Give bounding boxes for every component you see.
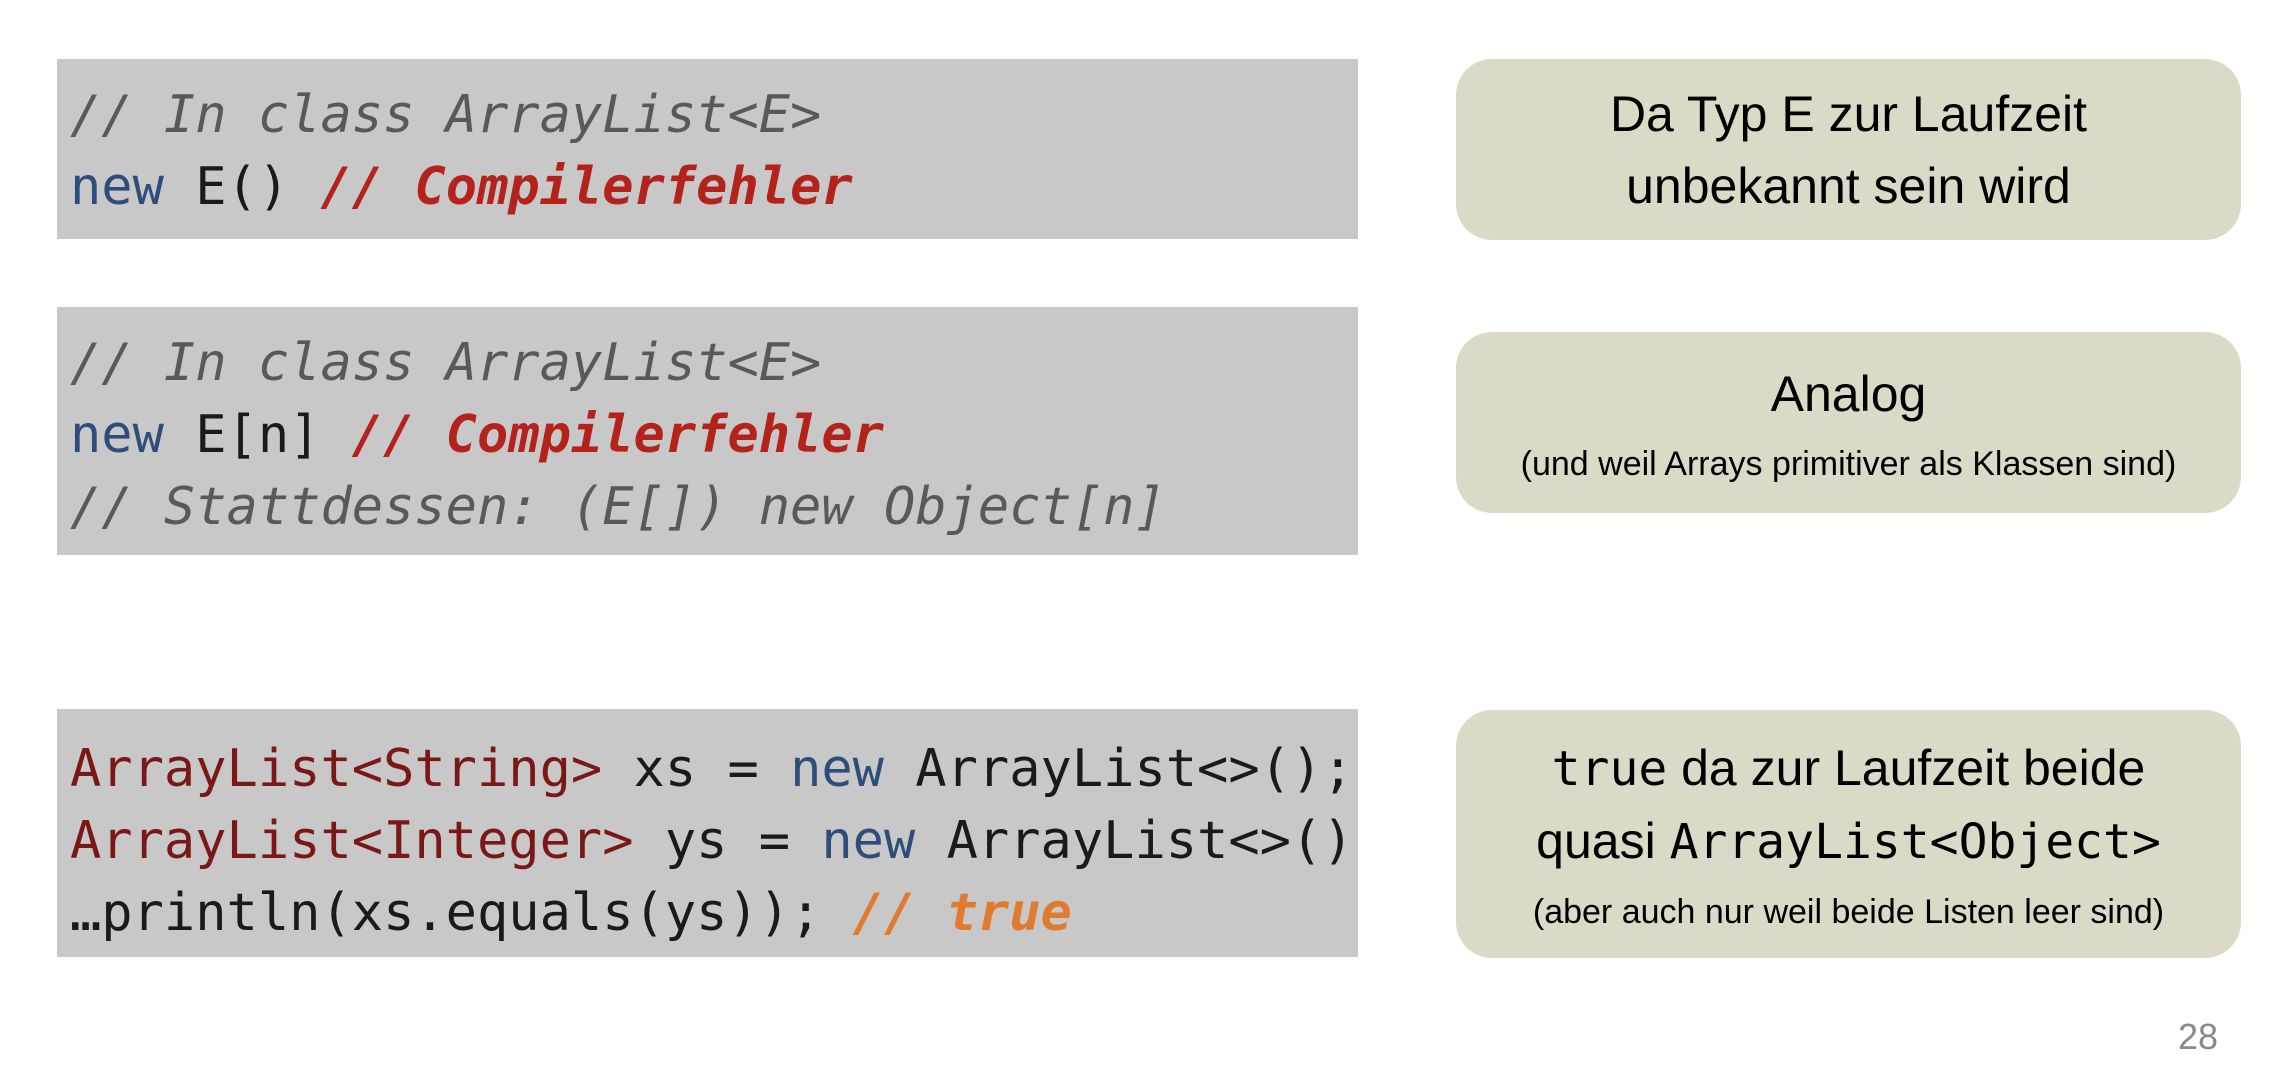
code-result-comment: // true xyxy=(852,883,1072,943)
code-type: ArrayList<String> xyxy=(70,739,603,799)
code-line: new E[n] // Compilerfehler xyxy=(70,399,1358,471)
code-line: ArrayList<Integer> ys = new ArrayList<>(… xyxy=(70,805,1358,877)
note-title: Analog xyxy=(1770,365,1927,422)
code-block-new-e: // In class ArrayList<E>new E() // Compi… xyxy=(57,59,1358,239)
code-text: xs = xyxy=(602,739,791,799)
code-keyword: new xyxy=(70,157,164,217)
code-block-equals: ArrayList<String> xs = new ArrayList<>()… xyxy=(57,709,1358,957)
note-subtitle: (und weil Arrays primitiver als Klassen … xyxy=(1520,444,2177,483)
code-text: ArrayList<>(); xyxy=(883,739,1354,799)
code-line: // In class ArrayList<E> xyxy=(70,327,1358,399)
code-block-new-array: // In class ArrayList<E>new E[n] // Comp… xyxy=(57,307,1358,555)
code-comment: // In class ArrayList<E> xyxy=(70,333,822,393)
code-text: ArrayList<>(); xyxy=(915,811,1358,871)
page-number: 28 xyxy=(2177,1016,2218,1057)
note-box-equals-true: true da zur Laufzeit beide quasi ArrayLi… xyxy=(1456,710,2241,958)
note-subtitle: (aber auch nur weil beide Listen leer si… xyxy=(1532,893,2165,931)
code-keyword: new xyxy=(790,739,884,799)
code-text: E[n] xyxy=(163,405,352,465)
code-error-comment: // Compilerfehler xyxy=(320,157,853,217)
note-code: ArrayList<Object> xyxy=(1669,814,2161,870)
code-comment: // Stattdessen: (E[]) new Object[n] xyxy=(70,477,1166,537)
note-text: da zur Laufzeit beide xyxy=(1667,740,2146,796)
code-text: E() xyxy=(163,157,321,217)
code-line: ArrayList<String> xs = new ArrayList<>()… xyxy=(70,733,1358,805)
note-text: unbekannt sein wird xyxy=(1626,157,2071,214)
code-error-comment: // Compilerfehler xyxy=(351,405,884,465)
code-keyword: new xyxy=(821,811,916,871)
code-line: // Stattdessen: (E[]) new Object[n] xyxy=(70,471,1358,543)
note-text: quasi xyxy=(1536,813,1670,869)
code-line: // In class ArrayList<E> xyxy=(70,79,1358,151)
note-line: quasi ArrayList<Object> xyxy=(1536,805,2161,878)
code-line: new E() // Compilerfehler xyxy=(70,151,1358,223)
code-comment: // In class ArrayList<E> xyxy=(70,85,822,145)
code-line: …println(xs.equals(ys)); // true xyxy=(70,877,1358,949)
code-text: …println(xs.equals(ys)); xyxy=(70,883,853,943)
note-box-analog: Analog (und weil Arrays primitiver als K… xyxy=(1456,332,2241,513)
note-line: true da zur Laufzeit beide xyxy=(1552,732,2146,805)
code-text: ys = xyxy=(633,811,822,871)
note-text: Da Typ E zur Laufzeit xyxy=(1609,85,2088,142)
note-box-runtime-unknown: Da Typ E zur Laufzeit unbekannt sein wir… xyxy=(1456,59,2241,240)
code-keyword: new xyxy=(70,405,164,465)
note-code: true xyxy=(1551,741,1668,797)
code-type: ArrayList<Integer> xyxy=(70,811,634,871)
